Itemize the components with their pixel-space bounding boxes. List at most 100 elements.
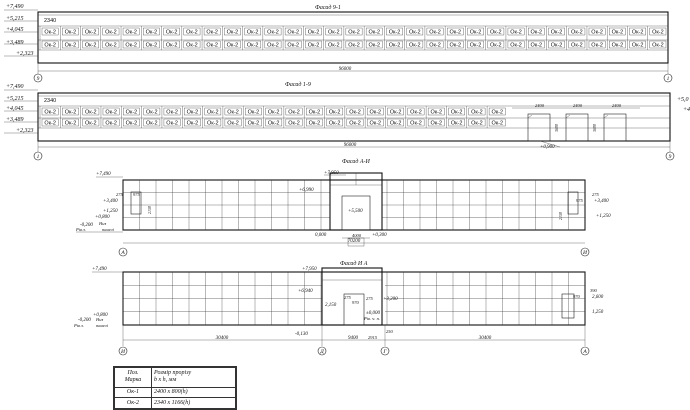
bottom-dim: 30400	[216, 336, 229, 341]
table-cell-mark: Ок-1	[114, 386, 152, 399]
window-ok2	[245, 118, 262, 127]
window-tag: Ок-2	[410, 110, 422, 116]
axis-label: А	[120, 250, 125, 256]
window-tag: Ок-2	[612, 30, 624, 36]
facade-a-i-title: Фасад А-И	[342, 158, 371, 165]
window-ok2	[184, 118, 201, 127]
window-tag: Ок-2	[409, 43, 421, 49]
facade-i-a-glazing	[122, 272, 586, 325]
window-tag: Ок-2	[105, 110, 117, 116]
window-tag: Ок-2	[491, 110, 503, 116]
window-ok2	[82, 118, 100, 127]
side-opening	[561, 293, 575, 319]
axis-marker	[118, 247, 128, 257]
window-ok2	[163, 40, 180, 49]
window-tag: Ок-2	[268, 121, 280, 127]
window-ok1	[407, 107, 425, 116]
window-tag: Ок-2	[531, 43, 543, 49]
facade-i-a-title: Фасад И А	[340, 260, 368, 267]
level-label: +4,045	[6, 26, 24, 33]
window-ok2	[305, 40, 322, 49]
door-dim: 2915	[368, 335, 378, 340]
facade-9-1-title: Фасад 9-1	[315, 4, 341, 11]
window-tag: Ок-2	[166, 110, 178, 116]
window-ok1	[325, 27, 343, 36]
window-tag: Ок-2	[125, 30, 137, 36]
window-ok1	[244, 27, 262, 36]
level-label: +3,489	[6, 116, 24, 123]
window-ok2	[468, 118, 486, 127]
window-ok1	[305, 27, 322, 36]
window-tag: Ок-2	[166, 121, 178, 127]
facade-9-1: Фасад 9-1 Ок-2Ок-2Ок-2Ок-2Ок-2Ок-2Ок-2Ок…	[4, 3, 673, 83]
window-tag: Ок-2	[85, 43, 97, 49]
window-tag: Ок-2	[248, 110, 260, 116]
window-tag: Ок-2	[126, 110, 138, 116]
facade-a-i-glazing	[122, 180, 586, 230]
window-ok1	[507, 27, 525, 36]
note: панелі	[102, 227, 115, 232]
window-tag: Ок-2	[85, 121, 97, 127]
window-ok1	[406, 27, 424, 36]
bottom-dim: 9400	[348, 336, 359, 341]
window-tag: Ок-2	[490, 30, 502, 36]
facade-1-9-dimension: 96000	[344, 143, 357, 148]
door-width: 4000	[352, 233, 362, 238]
entrance-level: Рів. ч. п.	[363, 316, 380, 321]
window-ok1	[487, 27, 505, 36]
window-tag: Ок-2	[329, 121, 341, 127]
window-tag: Ок-2	[146, 43, 158, 49]
window-tag: Ок-2	[471, 121, 483, 127]
gate	[527, 113, 551, 142]
gate	[603, 113, 627, 142]
level-label: +5,215	[6, 16, 24, 22]
window-ok1	[264, 27, 282, 36]
gate	[565, 113, 589, 142]
axis-label: 1	[37, 154, 40, 160]
window-tag: Ок-2	[652, 43, 664, 49]
window-tag: Ок-2	[44, 110, 56, 116]
facade-1-9-outline	[37, 92, 671, 142]
window-tag: Ок-2	[591, 30, 603, 36]
right-dim: 2,600	[592, 295, 604, 300]
axis-marker	[118, 346, 128, 356]
window-tag: Ок-2	[308, 43, 320, 49]
window-ok1	[184, 107, 201, 116]
window-ok1	[588, 27, 606, 36]
window-ok1	[468, 107, 486, 116]
window-tag: Ок-2	[105, 121, 117, 127]
window-tag: Ок-2	[287, 43, 299, 49]
window-tag: Ок-2	[368, 43, 380, 49]
window-tag: Ок-2	[105, 43, 117, 49]
level-label: +4,045	[6, 105, 24, 112]
window-ok2	[143, 40, 160, 49]
window-tag: Ок-2	[207, 110, 219, 116]
side-opening	[567, 191, 579, 215]
window-tag: Ок-2	[247, 30, 259, 36]
window-tag: Ок-2	[44, 30, 56, 36]
window-tag: Ок-2	[85, 110, 97, 116]
axis-label: Г	[382, 349, 387, 355]
window-ok2	[143, 118, 161, 127]
small-dim: 275	[116, 192, 124, 197]
window-ok1	[41, 27, 59, 36]
facade-1-9-levels: +7,490 +5,215 +4,045 +3,489 +2,323 +5,0 …	[4, 83, 690, 134]
facade-9-1-dim-top: 2340	[44, 18, 56, 24]
level-label: +0,800	[93, 313, 108, 318]
window-tag: Ок-2	[348, 43, 360, 49]
level-door: +3,200	[383, 297, 398, 302]
level-zero: 0,000	[315, 233, 327, 238]
window-ok2	[41, 40, 59, 49]
window-tag: Ок-2	[370, 121, 382, 127]
axis-label: И	[120, 349, 126, 355]
small-dim: 975	[133, 192, 141, 197]
facade-1-9: Фасад 1-9 Ок-2Ок-2Ок-2Ок-2Ок-2Ок-2Ок-2Ок…	[4, 81, 690, 161]
window-tag: Ок-2	[206, 43, 218, 49]
gate-level: +0,900	[540, 145, 555, 150]
gate-dim: 2400	[573, 103, 583, 108]
door-dim: 970	[352, 300, 360, 305]
level-label: +5,215	[6, 96, 24, 102]
side-opening	[130, 191, 142, 215]
window-tag: Ок-2	[186, 43, 198, 49]
entrance-door	[341, 195, 371, 231]
